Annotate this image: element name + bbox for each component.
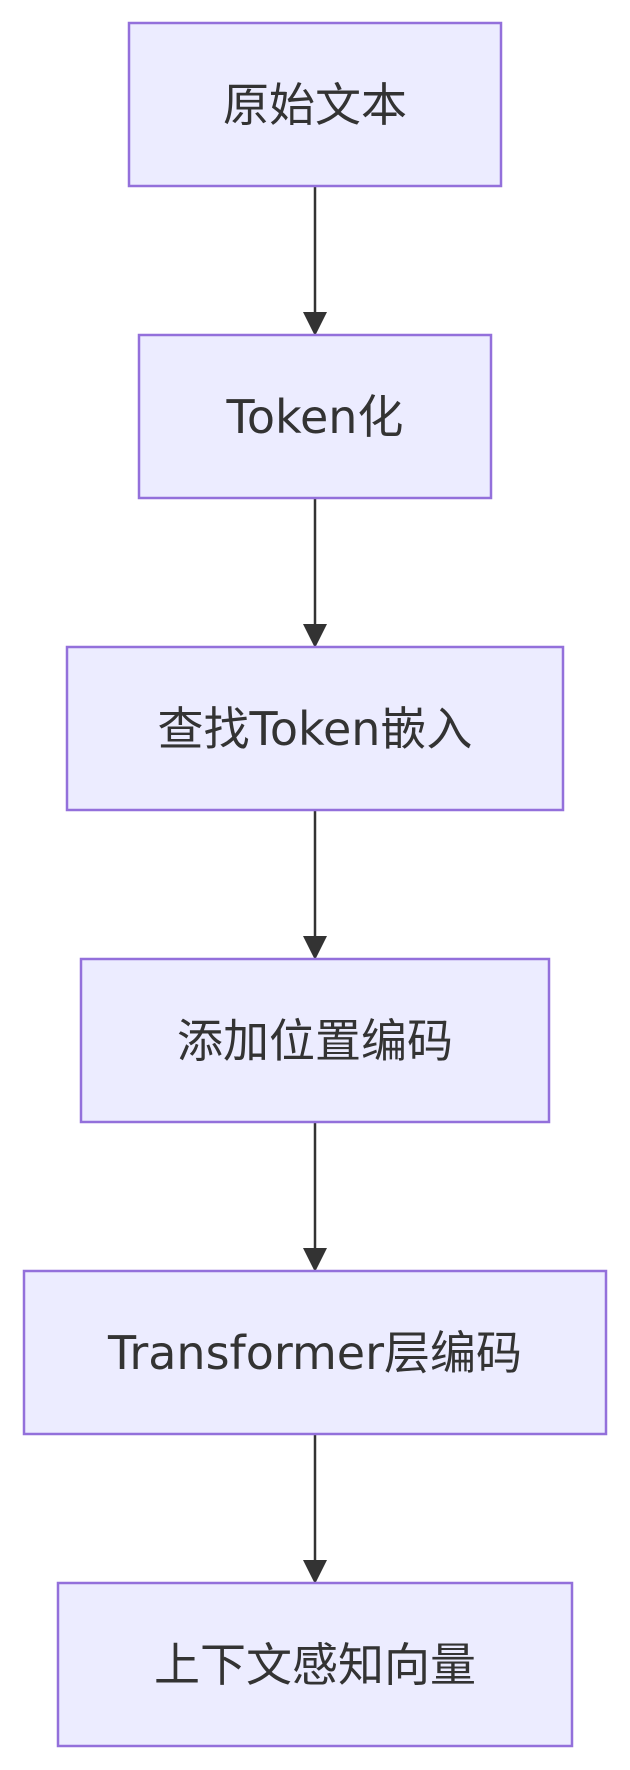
edges bbox=[303, 186, 327, 1584]
node-tokenize[interactable]: Token化 bbox=[137, 333, 493, 500]
node-label: 查找Token嵌入 bbox=[158, 702, 473, 756]
arrow-head-icon bbox=[303, 1248, 327, 1272]
node-label: Transformer层编码 bbox=[107, 1326, 522, 1380]
edge-tokenize-to-lookup-embedding bbox=[303, 498, 327, 648]
node-transformer-encoding[interactable]: Transformer层编码 bbox=[22, 1269, 608, 1436]
node-label: Token化 bbox=[226, 390, 404, 444]
arrow-head-icon bbox=[303, 624, 327, 648]
edge-add-positional-encoding-to-transformer-encoding bbox=[303, 1122, 327, 1272]
edge-raw-text-to-tokenize bbox=[303, 186, 327, 336]
nodes: 原始文本 Token化 查找Token嵌入 添加位置编码 Transformer… bbox=[22, 21, 608, 1748]
node-raw-text[interactable]: 原始文本 bbox=[127, 21, 503, 188]
edge-lookup-embedding-to-add-positional-encoding bbox=[303, 810, 327, 960]
node-context-vector[interactable]: 上下文感知向量 bbox=[56, 1581, 574, 1748]
node-label: 添加位置编码 bbox=[177, 1014, 453, 1068]
arrow-head-icon bbox=[303, 936, 327, 960]
edge-transformer-encoding-to-context-vector bbox=[303, 1434, 327, 1584]
node-label: 上下文感知向量 bbox=[154, 1638, 476, 1692]
node-label: 原始文本 bbox=[223, 78, 407, 132]
node-add-positional-encoding[interactable]: 添加位置编码 bbox=[79, 957, 551, 1124]
arrow-head-icon bbox=[303, 1560, 327, 1584]
node-lookup-embedding[interactable]: 查找Token嵌入 bbox=[65, 645, 565, 812]
arrow-head-icon bbox=[303, 312, 327, 336]
